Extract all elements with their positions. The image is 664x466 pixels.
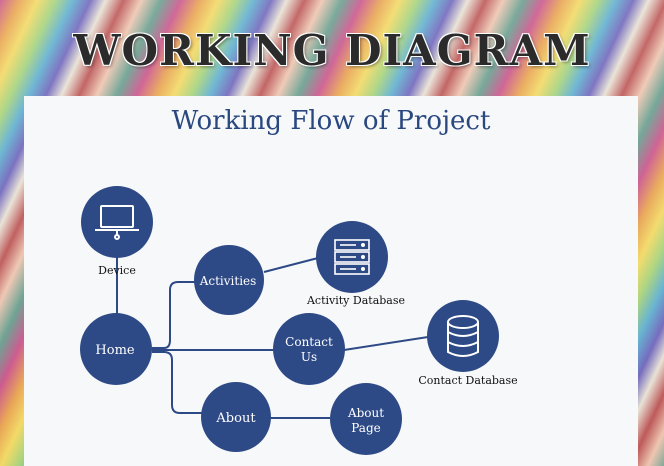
home-label: Home xyxy=(95,343,134,358)
connector-activities-activitydb xyxy=(263,257,319,273)
contact-us-node: Contact Us xyxy=(273,313,345,385)
page-title: WORKING DIAGRAM xyxy=(73,26,591,75)
database-icon xyxy=(447,315,479,357)
contact-us-label-line1: Contact xyxy=(285,335,333,349)
home-node: Home xyxy=(80,313,152,385)
device-node xyxy=(81,186,153,258)
laptop-icon xyxy=(95,205,139,240)
about-node: About xyxy=(201,382,271,452)
activity-database-label: Activity Database xyxy=(306,294,405,307)
about-page-label-line2: Page xyxy=(351,421,380,435)
activities-label: Activities xyxy=(199,274,257,288)
activity-database-node xyxy=(316,221,388,293)
server-rack-icon xyxy=(334,239,370,275)
diagram-subtitle: Working Flow of Project xyxy=(171,106,491,136)
about-label: About xyxy=(215,411,256,426)
activities-node: Activities xyxy=(194,245,264,315)
contact-database-label: Contact Database xyxy=(418,374,517,387)
about-page-node: About Page xyxy=(330,383,402,455)
about-page-label-line1: About xyxy=(347,406,384,420)
connector-home-activities xyxy=(152,281,198,349)
contact-us-label-line2: Us xyxy=(301,350,317,364)
connector-home-about xyxy=(152,351,203,414)
device-label: Device xyxy=(98,264,136,277)
connector-contactus-contactdb xyxy=(343,336,429,351)
connectors xyxy=(116,257,429,419)
contact-database-node xyxy=(427,300,499,372)
